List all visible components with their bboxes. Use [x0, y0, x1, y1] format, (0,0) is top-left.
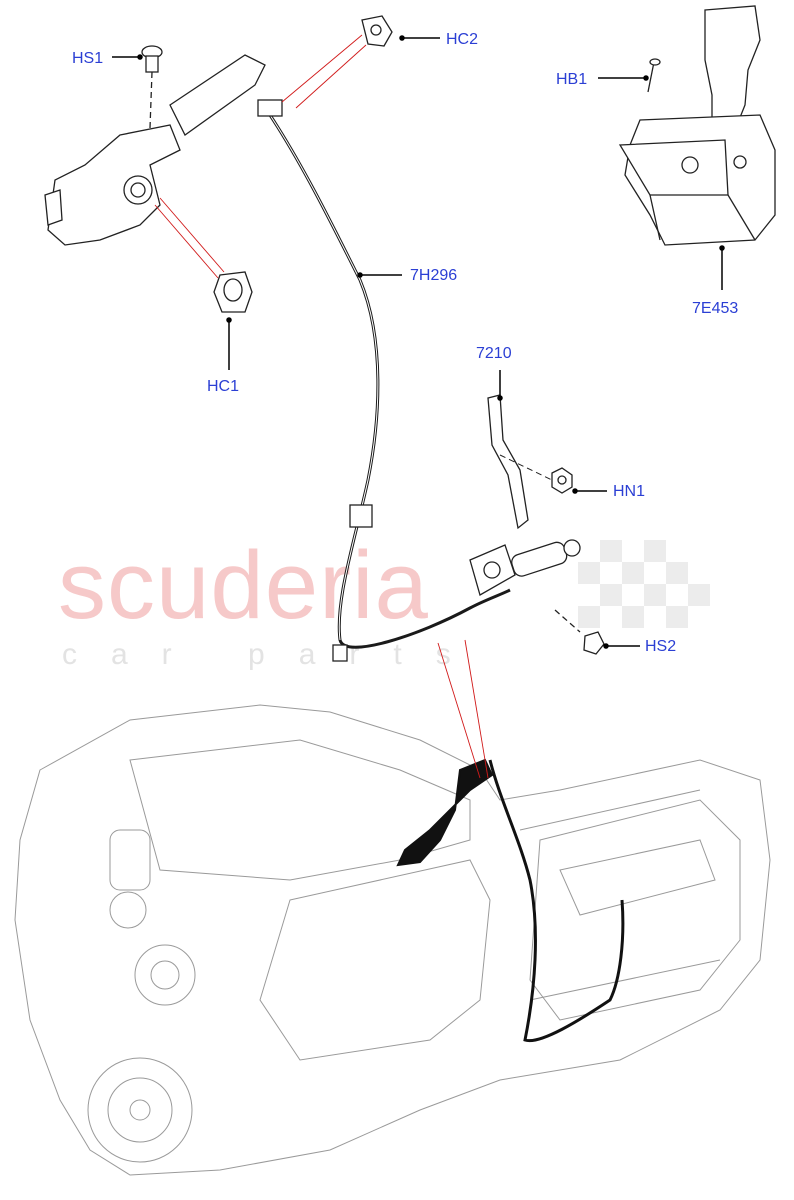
- nut-hn1: [551, 467, 573, 494]
- clip-hc1: [213, 271, 253, 313]
- cable-abutment: [469, 539, 581, 596]
- bolt-hs2: [554, 609, 605, 655]
- watermark-tagline: car parts: [62, 638, 485, 671]
- cable-end-fitting: [332, 644, 348, 662]
- reference-lines: [154, 34, 489, 779]
- callout-7h296: 7H296: [410, 267, 458, 284]
- cable-grommet: [349, 504, 373, 528]
- bolt-hs1: [141, 45, 163, 129]
- engine-transmission: [14, 704, 771, 1176]
- selector-lever-bracket: [44, 54, 266, 246]
- cable-fitting-on-engine: [396, 758, 494, 867]
- cable-routing-on-engine: [488, 759, 625, 1043]
- callout-hb1: HB1: [556, 71, 588, 88]
- callout-hs1: HS1: [72, 50, 104, 67]
- callout-hc2: HC2: [446, 31, 479, 48]
- callout-hs2: HS2: [645, 638, 677, 655]
- callout-hc1: HC1: [207, 378, 240, 395]
- watermark-flag: [578, 540, 710, 628]
- watermark-brand: scuderia: [58, 532, 429, 639]
- callout-hn1: HN1: [613, 483, 646, 500]
- callout-leaders: [112, 35, 725, 649]
- callout-7210: 7210: [476, 345, 512, 362]
- callout-7e453: 7E453: [692, 300, 739, 317]
- clip-hc2: [361, 15, 393, 47]
- shift-cable-inner: [267, 111, 379, 641]
- cable-upper-fitting: [257, 99, 283, 117]
- cable-bracket: [487, 394, 529, 530]
- shifter-assembly: [618, 5, 776, 246]
- bolt-hb1: [647, 58, 661, 93]
